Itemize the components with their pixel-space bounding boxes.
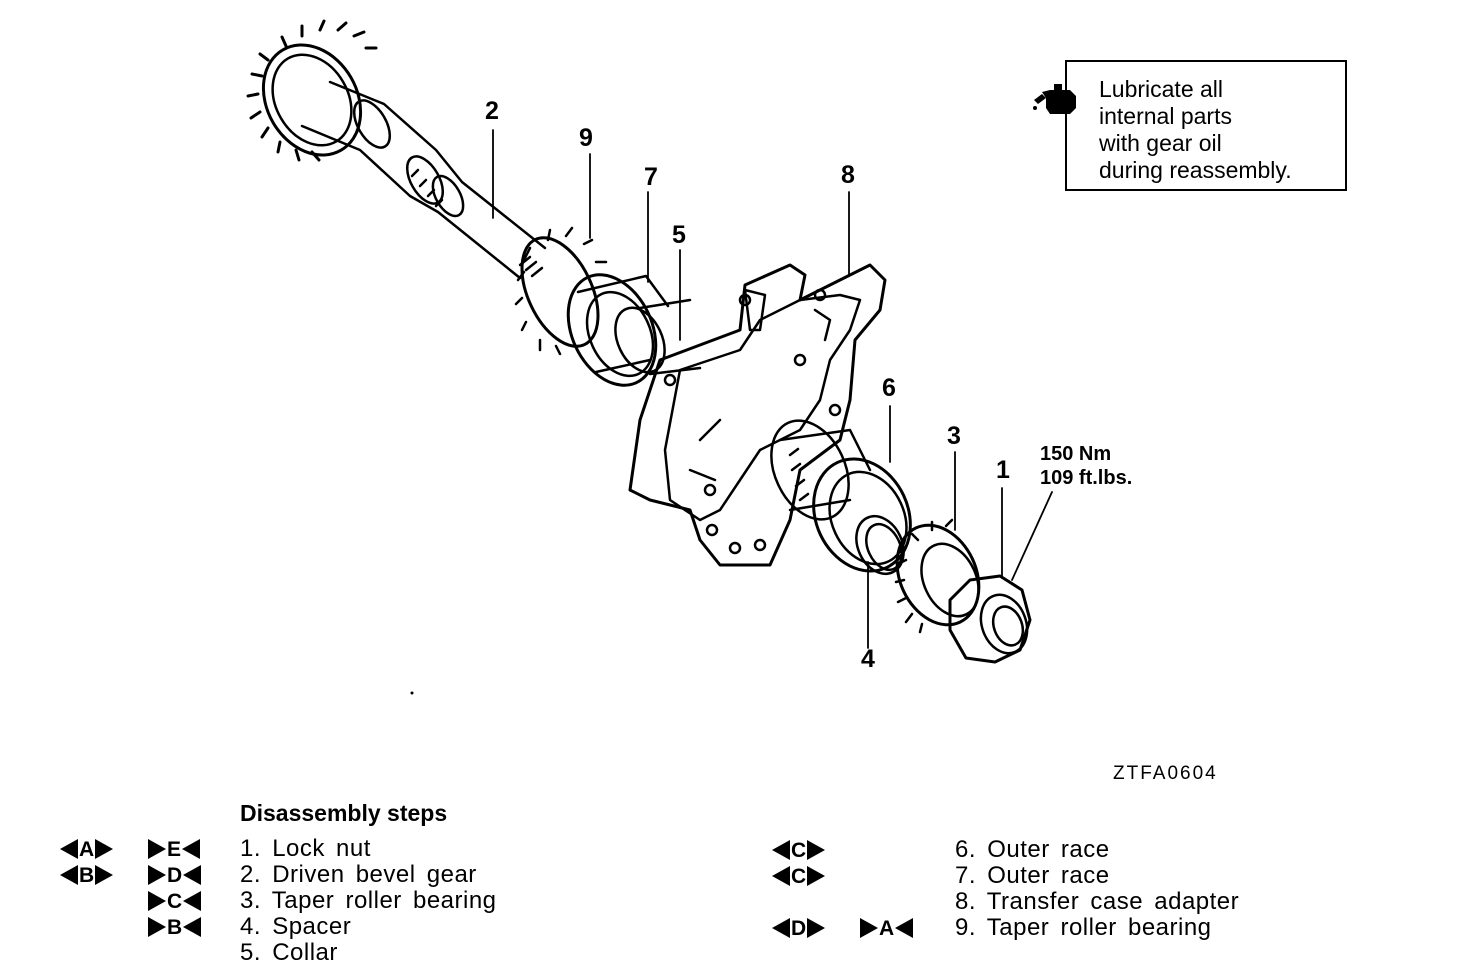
collar-5 <box>614 298 702 376</box>
callout-7: 7 <box>644 163 658 191</box>
lock-nut <box>948 574 1032 664</box>
internal-bearing <box>770 419 872 521</box>
callout-6: 6 <box>882 374 896 402</box>
callout-8: 8 <box>841 161 855 189</box>
step-9: 9. Taper roller bearing <box>955 914 1212 941</box>
callout-1: 1 <box>996 456 1010 484</box>
reassembly-mark-step-9: A <box>860 916 914 940</box>
step-3: 3. Taper roller bearing <box>240 887 497 914</box>
reassembly-mark-step-3: C <box>148 889 202 913</box>
disassembly-mark-step-2: B <box>60 863 114 887</box>
driven-bevel-gear-shaft <box>300 80 547 280</box>
outer-race-7 <box>566 273 670 387</box>
callout-5: 5 <box>672 221 686 249</box>
pinion-gear <box>514 226 608 356</box>
torque-nm: 150 Nm <box>1040 443 1112 465</box>
reassembly-mark-step-4: B <box>148 915 202 939</box>
reassembly-mark-step-1: E <box>148 837 201 861</box>
callout-9: 9 <box>579 124 593 152</box>
leader-lines <box>492 129 1053 649</box>
transfer-case-adapter <box>628 263 887 567</box>
torque-spec: 150 Nm 109 ft.lbs. <box>1040 442 1132 490</box>
disassembly-mark-step-7: C <box>772 864 826 888</box>
disassembly-mark-step-9: D <box>772 916 826 940</box>
taper-roller-bearing-3 <box>894 518 981 634</box>
step-1: 1. Lock nut <box>240 835 371 862</box>
steps-title: Disassembly steps <box>240 800 448 826</box>
step-7: 7. Outer race <box>955 862 1110 889</box>
outer-race-6 <box>812 457 912 573</box>
spacer <box>855 515 905 575</box>
callout-3: 3 <box>947 422 961 450</box>
oil-can-icon <box>1033 84 1076 114</box>
callout-2: 2 <box>485 97 499 125</box>
ring-gear <box>246 19 378 162</box>
disassembly-mark-step-6: C <box>772 838 826 862</box>
lubrication-note-text: Lubricate all internal parts with gear o… <box>1099 76 1292 183</box>
step-4: 4. Spacer <box>240 913 352 940</box>
exploded-view-drawing <box>246 19 1053 695</box>
disassembly-mark-step-1: A <box>60 837 114 861</box>
step-5: 5. Collar <box>240 939 338 966</box>
lubrication-note: Lubricate all internal parts with gear o… <box>1065 60 1347 191</box>
torque-ftlbs: 109 ft.lbs. <box>1040 467 1133 489</box>
step-2: 2. Driven bevel gear <box>240 861 477 888</box>
figure-code: ZTFA0604 <box>1113 763 1218 784</box>
reassembly-mark-step-2: D <box>148 863 202 887</box>
step-8: 8. Transfer case adapter <box>955 888 1240 915</box>
step-6: 6. Outer race <box>955 836 1110 863</box>
callout-4: 4 <box>861 645 875 673</box>
